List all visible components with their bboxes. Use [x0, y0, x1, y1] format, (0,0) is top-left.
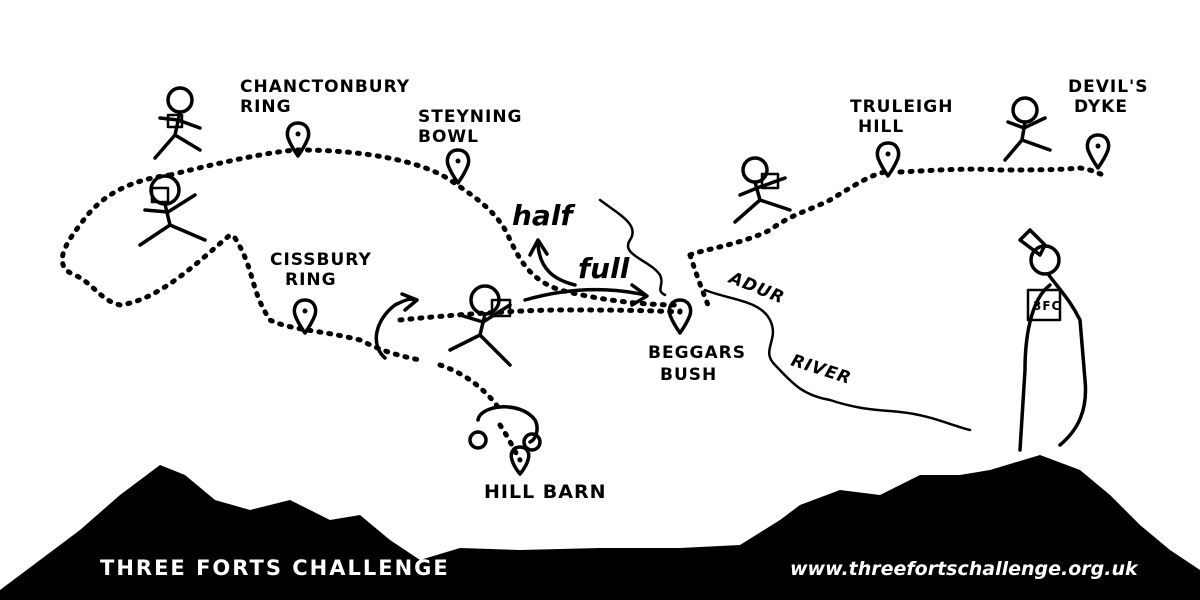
- runner-icon-5: [1003, 96, 1052, 162]
- river-label-adur: ADUR: [724, 267, 787, 308]
- bib: [1026, 288, 1062, 322]
- half-arrow: [536, 243, 577, 287]
- pin-icon-cissbury: [292, 298, 318, 335]
- pin-icon-devils-dyke: [1085, 133, 1111, 170]
- runner-icon-1: [153, 86, 202, 160]
- return-arrowhead: [400, 292, 419, 312]
- half-route-label: half: [512, 199, 576, 232]
- pin-icon-beggars-bush: [667, 298, 693, 335]
- footer-title: THREE FORTS CHALLENGE: [100, 556, 450, 580]
- route-hill-barn-2: [497, 422, 523, 463]
- half-arrowhead: [528, 238, 549, 257]
- return-arrow: [374, 297, 417, 360]
- route-east: [687, 169, 888, 258]
- river-adur: [598, 198, 667, 297]
- runner-icon-drinking: [1018, 228, 1088, 452]
- pin-icon-chanctonbury: [285, 121, 311, 158]
- route-east-2: [687, 252, 713, 313]
- route-main-loop: [167, 147, 683, 308]
- river-adur-lower: [703, 288, 972, 432]
- route-hill-barn: [437, 362, 503, 413]
- mountain-silhouette: [0, 455, 1200, 600]
- runner-icon-4: [733, 156, 792, 224]
- label-hill-barn: HILL BARN: [484, 481, 607, 503]
- runner-icon-hill-barn: [468, 405, 542, 452]
- route-cissbury: [232, 235, 423, 363]
- label-truleigh: TRULEIGH HILL: [850, 97, 960, 137]
- pin-icon-steyning: [445, 148, 471, 185]
- label-steyning: STEYNING BOWL: [418, 107, 529, 147]
- full-arrow: [523, 287, 647, 302]
- route-devils: [897, 165, 1108, 178]
- pin-icon-truleigh: [875, 141, 901, 178]
- runner-icon-3: [448, 284, 512, 367]
- full-arrowhead: [630, 283, 649, 307]
- label-devils-dyke: DEVIL'S DYKE: [1068, 77, 1155, 117]
- route-to-beggars: [397, 307, 683, 323]
- full-route-label: full: [578, 252, 630, 285]
- label-chanctonbury: CHANCTONBURY RING: [240, 77, 417, 117]
- label-cissbury: CISSBURY RING: [270, 250, 379, 290]
- pin-icon-hill-barn: [509, 445, 531, 476]
- bib-badge-text: 3FC: [1033, 299, 1061, 313]
- runner-icon-2: [138, 174, 207, 247]
- route-west-loop: [59, 172, 233, 308]
- river-label-river: RIVER: [788, 351, 853, 389]
- footer-url: www.threefortschallenge.org.uk: [790, 558, 1139, 580]
- label-beggars-bush: BEGGARS BUSH: [648, 343, 753, 385]
